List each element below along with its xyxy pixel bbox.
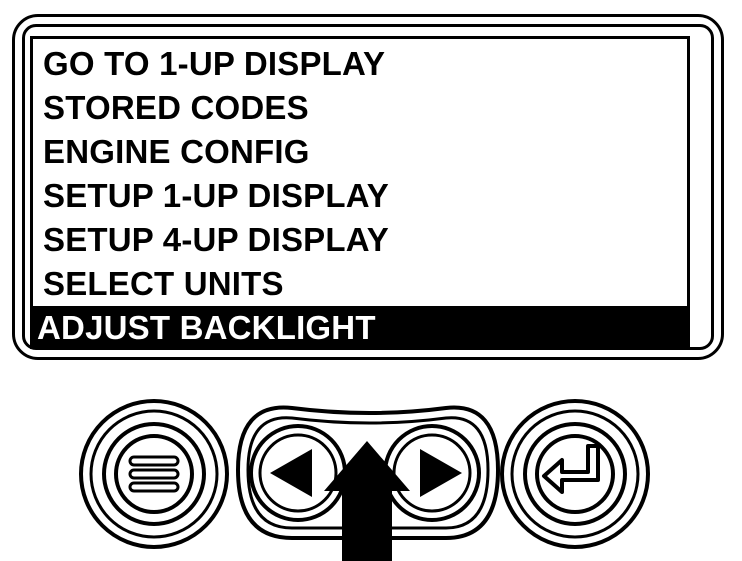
display-bezel	[12, 14, 724, 360]
left-arrow-button[interactable]	[249, 424, 347, 522]
enter-icon	[542, 444, 600, 494]
menu-item-engine-config[interactable]: ENGINE CONFIG	[43, 133, 310, 170]
enter-button[interactable]	[500, 399, 650, 549]
menu-item-adjust-backlight[interactable]: ADJUST BACKLIGHT	[33, 306, 687, 346]
menu-item-setup-4-up-display[interactable]: SETUP 4-UP DISPLAY	[43, 221, 389, 258]
menu-item-stored-codes[interactable]: STORED CODES	[43, 89, 309, 126]
arrow-up-icon	[324, 441, 410, 561]
display-screen: GO TO 1-UP DISPLAY STORED CODES ENGINE C…	[30, 36, 690, 349]
arrow-right-icon	[420, 449, 462, 497]
menu-icon	[128, 455, 180, 493]
menu-item-select-units[interactable]: SELECT UNITS	[43, 265, 284, 302]
arrow-left-icon	[270, 449, 312, 497]
menu-button[interactable]	[79, 399, 229, 549]
menu-item-setup-1-up-display[interactable]: SETUP 1-UP DISPLAY	[43, 177, 389, 214]
menu-item-go-to-1-up-display[interactable]: GO TO 1-UP DISPLAY	[43, 45, 386, 82]
right-arrow-button[interactable]	[383, 424, 481, 522]
